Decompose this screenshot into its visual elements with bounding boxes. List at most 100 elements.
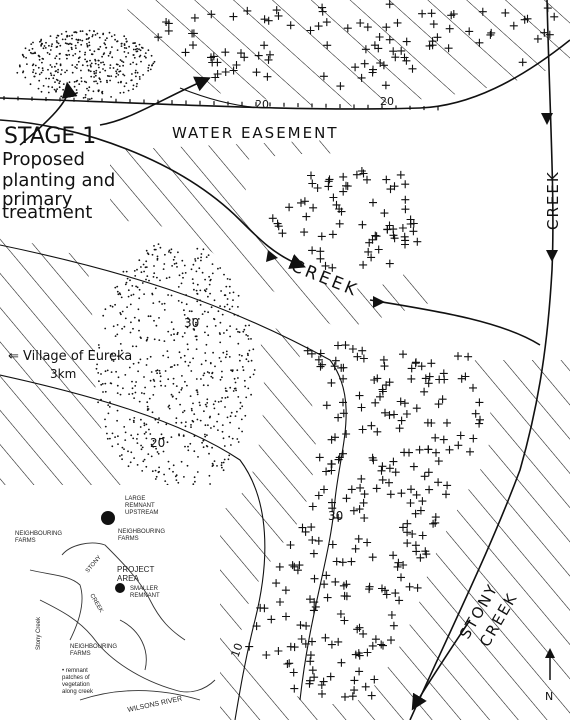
planting-cross (397, 573, 405, 582)
stipple-dot (230, 444, 232, 446)
planting-cross (397, 416, 406, 425)
planting-cross (412, 490, 421, 499)
stipple-dot (235, 389, 238, 392)
stipple-dot (38, 73, 41, 76)
stipple-dot (214, 400, 217, 403)
stage-desc-line-4: treatment (2, 202, 92, 223)
stipple-dot (236, 369, 239, 372)
stipple-dot (87, 69, 90, 71)
stipple-dot (29, 51, 32, 54)
stipple-dot (222, 351, 225, 354)
stipple-dot (143, 422, 146, 425)
stipple-dot (232, 390, 235, 392)
stipple-dot (24, 47, 27, 50)
planting-cross (395, 596, 404, 605)
stipple-dot (225, 285, 228, 288)
stipple-dot (57, 71, 59, 74)
stipple-dot (158, 466, 161, 469)
planting-cross (264, 55, 273, 64)
stipple-dot (231, 437, 234, 440)
stipple-dot (253, 369, 256, 371)
stipple-dot (84, 94, 87, 96)
stipple-dot (202, 384, 205, 387)
planting-cross (254, 51, 263, 60)
stipple-dot (247, 360, 250, 363)
planting-cross (313, 184, 322, 192)
stipple-dot (223, 294, 226, 297)
planting-cross (323, 41, 332, 50)
stipple-dot (84, 53, 86, 56)
planting-cross (339, 581, 348, 590)
stipple-dot (196, 293, 199, 295)
stipple-dot (148, 279, 150, 282)
stipple-dot (78, 50, 81, 53)
stipple-dot (210, 306, 213, 309)
stipple-dot (111, 432, 114, 435)
planting-cross (293, 566, 302, 575)
stipple-dot (172, 258, 175, 261)
stipple-dot (153, 385, 156, 388)
planting-cross (377, 640, 386, 649)
contour-label-20b: 20 (380, 95, 394, 108)
planting-cross (454, 441, 463, 450)
stipple-dot (238, 331, 241, 334)
inset-side-label: Stony Creek (36, 616, 42, 650)
stipple-dot (183, 409, 186, 412)
inset-river-line (39, 599, 216, 693)
stipple-dot (57, 42, 60, 45)
creek-arrow-2 (546, 250, 558, 262)
north-label: N (545, 690, 553, 703)
planting-cross (305, 679, 314, 688)
stipple-dot (149, 355, 152, 358)
planting-cross (439, 435, 448, 444)
planting-cross (326, 672, 335, 681)
stipple-dot (84, 58, 86, 61)
stipple-dot (116, 40, 119, 43)
planting-cross (181, 48, 190, 57)
stipple-dot (85, 81, 88, 84)
planting-cross (369, 456, 378, 465)
stipple-dot (129, 418, 131, 421)
stipple-dot (195, 378, 198, 380)
stipple-dot (116, 409, 119, 412)
stipple-dot (235, 328, 238, 330)
stipple-dot (159, 372, 161, 375)
stipple-dot (98, 89, 100, 92)
inset-remnant-note-1: • remnant (62, 668, 88, 674)
stipple-dot (135, 381, 138, 383)
stipple-dot (48, 44, 50, 47)
planting-cross (385, 259, 394, 268)
planting-cross (357, 474, 366, 483)
planting-cross (361, 45, 370, 54)
planting-cross (409, 462, 418, 471)
stipple-dot (106, 81, 108, 84)
stipple-dot (223, 305, 226, 308)
stipple-dot (47, 68, 49, 71)
stipple-dot (202, 446, 205, 449)
stipple-dot (127, 295, 130, 298)
stipple-dot (102, 314, 105, 317)
stipple-dot (126, 40, 128, 43)
planting-cross (263, 72, 272, 81)
stipple-dot (241, 405, 244, 408)
stipple-dot (172, 377, 175, 380)
stipple-dot (242, 330, 245, 333)
stipple-dot (151, 64, 153, 67)
planting-cross (328, 230, 337, 239)
planting-cross (355, 505, 364, 514)
stipple-dot (104, 327, 107, 330)
stipple-dot (56, 34, 59, 37)
stipple-dot (176, 364, 179, 366)
planting-cross (376, 392, 384, 401)
stipple-dot (29, 83, 32, 86)
stipple-dot (94, 34, 97, 36)
stipple-dot (189, 361, 191, 364)
stipple-area-background (88, 222, 264, 520)
stipple-dot (224, 387, 227, 390)
planting-cross (425, 372, 434, 381)
planting-cross (347, 485, 356, 494)
stipple-dot (123, 35, 126, 38)
planting-cross (307, 349, 316, 358)
stipple-dot (250, 359, 253, 362)
stipple-dot (190, 370, 193, 372)
